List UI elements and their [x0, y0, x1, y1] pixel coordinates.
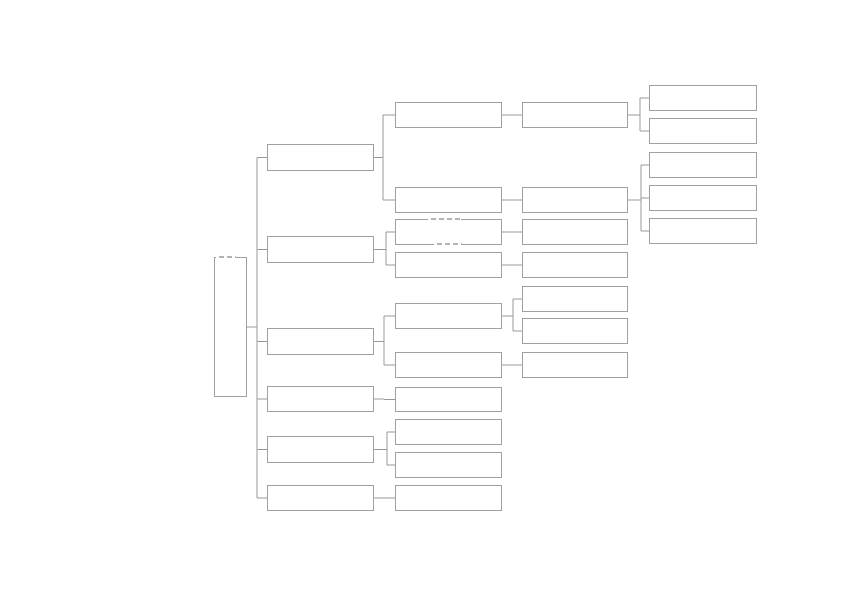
tree-node-c2[interactable]: [395, 187, 502, 213]
tree-node-c4[interactable]: [395, 252, 502, 278]
tree-node-c5[interactable]: [395, 303, 502, 329]
tree-node-c7[interactable]: [395, 387, 502, 412]
tree-node-d7[interactable]: [522, 352, 628, 378]
root-top-left-dashes: [216, 256, 236, 258]
tree-node-c9[interactable]: [395, 452, 502, 478]
tree-node-e1[interactable]: [649, 85, 757, 111]
tree-node-c10[interactable]: [395, 485, 502, 511]
tree-node-d5[interactable]: [522, 286, 628, 312]
tree-node-b5[interactable]: [267, 436, 374, 463]
c3-bottom-dashes: [434, 243, 462, 245]
tree-node-b4[interactable]: [267, 386, 374, 412]
tree-node-b3[interactable]: [267, 328, 374, 355]
tree-node-d6[interactable]: [522, 318, 628, 344]
c3-top-dashes: [428, 218, 461, 220]
tree-node-d1[interactable]: [522, 102, 628, 128]
tree-node-e2[interactable]: [649, 118, 757, 144]
tree-node-d4[interactable]: [522, 252, 628, 278]
tree-node-b6[interactable]: [267, 485, 374, 511]
tree-node-b2[interactable]: [267, 236, 374, 263]
tree-node-b1[interactable]: [267, 144, 374, 171]
tree-node-e4[interactable]: [649, 185, 757, 211]
tree-node-e5[interactable]: [649, 218, 757, 244]
tree-node-c8[interactable]: [395, 419, 502, 445]
tree-node-e3[interactable]: [649, 152, 757, 178]
tree-node-d2[interactable]: [522, 187, 628, 213]
tree-node-c6[interactable]: [395, 352, 502, 378]
tree-node-c3[interactable]: [395, 219, 502, 245]
tree-node-c1[interactable]: [395, 102, 502, 128]
tree-node-d3[interactable]: [522, 219, 628, 245]
tree-node-root[interactable]: [214, 257, 247, 397]
